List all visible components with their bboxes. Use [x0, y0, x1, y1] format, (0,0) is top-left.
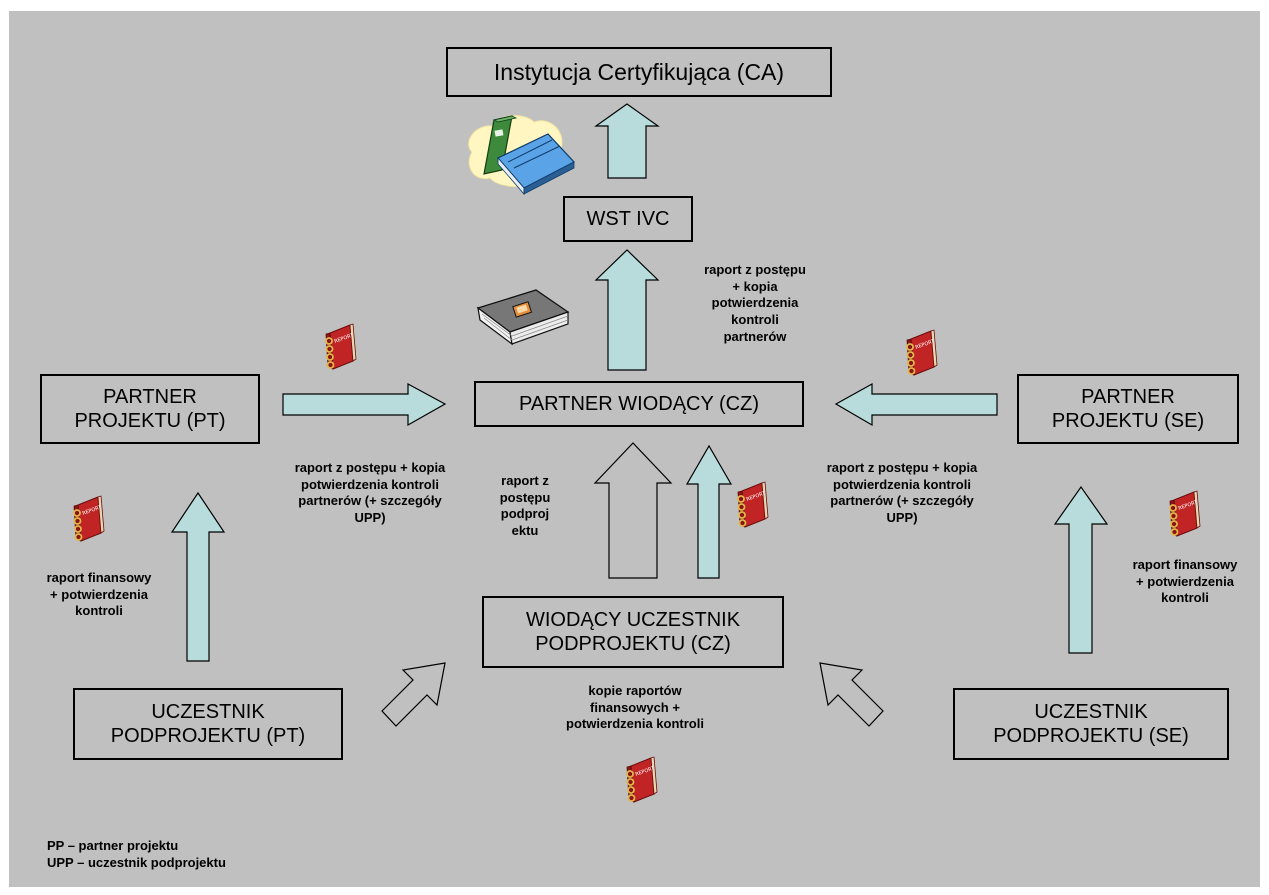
label-copies: kopie raportów finansowych + potwierdzen…: [566, 683, 704, 732]
legend: PP – partner projektu UPP – uczestnik po…: [47, 838, 226, 872]
node-partner-pt: PARTNER PROJEKTU (PT): [40, 374, 260, 444]
label-se-to-lead: raport z postępu + kopia potwierdzenia k…: [826, 460, 978, 525]
node-participant-se: UCZESTNIK PODPROJEKTU (SE): [953, 688, 1229, 760]
label-pt-to-lead: raport z postępu + kopia potwierdzenia k…: [294, 460, 446, 525]
label-progress-to-wst: raport z postępu + kopia potwierdzenia k…: [704, 262, 806, 344]
node-wst: WST IVC: [563, 196, 693, 242]
node-ca: Instytucja Certyfikująca (CA): [446, 47, 832, 97]
node-partner-se: PARTNER PROJEKTU (SE): [1017, 374, 1239, 444]
legend-pp: PP – partner projektu: [47, 838, 179, 853]
label-financial-se: raport finansowy + potwierdzenia kontrol…: [1132, 557, 1238, 606]
label-financial-pt: raport finansowy + potwierdzenia kontrol…: [46, 570, 152, 619]
node-participant-pt: UCZESTNIK PODPROJEKTU (PT): [73, 688, 343, 760]
node-lead-participant: WIODĄCY UCZESTNIK PODPROJEKTU (CZ): [482, 596, 784, 668]
legend-upp: UPP – uczestnik podprojektu: [47, 854, 226, 870]
label-subproject-progress: raport z postępu podproj ektu: [499, 473, 551, 538]
node-lead-partner: PARTNER WIODĄCY (CZ): [474, 381, 804, 427]
